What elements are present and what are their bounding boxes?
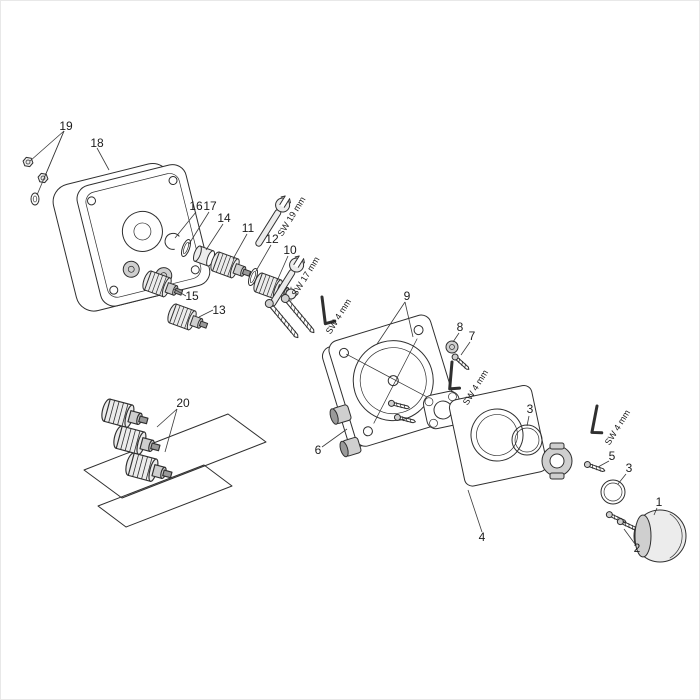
plate-center-opening: [121, 210, 163, 252]
long-mounting-screw: [263, 297, 302, 341]
callout-17: 17: [203, 199, 217, 213]
callout-20: 20: [176, 396, 190, 410]
handle-knob: [633, 509, 687, 563]
callout-10: 10: [283, 243, 297, 257]
plate-screw-hole: [87, 196, 97, 206]
callout-4: 4: [479, 530, 486, 544]
plate-center-recess: [359, 347, 427, 415]
callout-2: 2: [634, 541, 641, 555]
box-tray: [83, 413, 267, 499]
valve-stub-bore: [127, 265, 135, 273]
plate-guide-lines: [346, 338, 437, 424]
plate-screw-hole: [190, 265, 200, 275]
plate-center-spindle: [133, 222, 152, 241]
callout-3b: 3: [626, 461, 633, 475]
grub-screw: [604, 510, 628, 526]
valve-stub: [122, 260, 140, 278]
instruction-sheet: [97, 464, 233, 528]
spare-parts-box: [83, 397, 267, 528]
callout-12: 12: [265, 232, 279, 246]
o-ring-small: [600, 479, 626, 505]
hex-nut: [22, 156, 34, 168]
leader-lines: [29, 130, 658, 545]
callout-numbers: 19 18 16 17 14 11 12 10 15 13 9 8 7 6 20…: [59, 119, 662, 555]
callout-9: 9: [404, 289, 411, 303]
callout-1: 1: [656, 495, 663, 509]
valve-stub: [339, 436, 362, 458]
plate-center-opening: [352, 340, 434, 422]
callout-6: 6: [315, 443, 322, 457]
allen-size-label-top: SW 4 mm: [324, 297, 353, 336]
plate-corner-hole: [362, 426, 373, 437]
plate-spindle: [387, 375, 399, 387]
valve-stub: [329, 404, 352, 425]
handle-screw: [583, 460, 607, 475]
washer: [30, 192, 40, 206]
long-mounting-screw: [279, 292, 318, 336]
escutcheon-plate: [448, 384, 548, 487]
callout-7: 7: [469, 329, 476, 343]
callout-14: 14: [217, 211, 231, 225]
allen-key-icon: [584, 404, 613, 438]
shut-off-cartridge-13: [165, 302, 211, 336]
callout-15: 15: [185, 289, 199, 303]
plate-screw-hole: [168, 176, 178, 186]
allen-size-label-right: SW 4 mm: [603, 408, 632, 447]
callout-13: 13: [212, 303, 226, 317]
plug-cap: [445, 340, 459, 354]
plate-corner-hole: [413, 325, 424, 336]
callout-8: 8: [457, 320, 464, 334]
plate-corner-hole: [338, 347, 349, 358]
callout-16: 16: [189, 199, 203, 213]
callout-18: 18: [90, 136, 104, 150]
plate-screw-hole: [109, 285, 119, 295]
callout-19: 19: [59, 119, 73, 133]
callout-5: 5: [609, 449, 616, 463]
thermostat-cartridge: [208, 250, 254, 284]
set-screw: [450, 352, 472, 373]
callout-3a: 3: [527, 402, 534, 416]
callout-11: 11: [242, 221, 255, 235]
stop-ring-sleeve: [541, 442, 573, 480]
fastener-set-19: [22, 156, 49, 206]
